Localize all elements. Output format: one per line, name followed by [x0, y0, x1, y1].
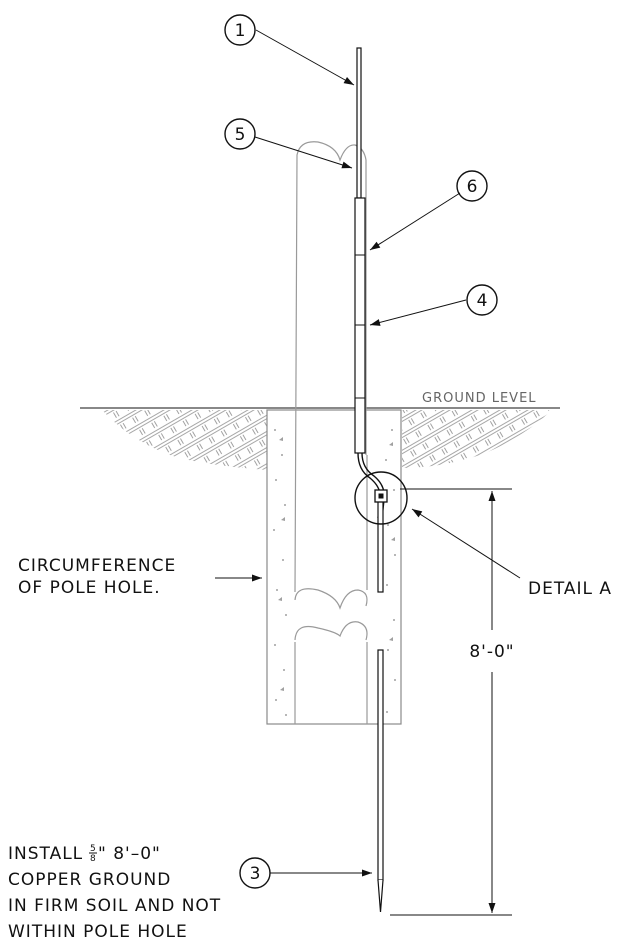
concrete-speckles: [273, 429, 396, 716]
ground-rod-lower: [377, 649, 384, 881]
install-line4: WITHIN POLE HOLE: [8, 922, 188, 942]
soil-hatch-right: [402, 410, 552, 468]
circumference-line1: CIRCUMFERENCE: [18, 556, 176, 576]
callout-4-text: 4: [477, 291, 488, 311]
ground-rod-tip: [377, 879, 384, 913]
callout-1-text: 1: [235, 21, 246, 41]
leader-6: [369, 192, 461, 251]
leader-4: [369, 299, 467, 326]
ground-level-label: GROUND LEVEL: [422, 391, 537, 406]
detail-a-label: DETAIL A: [528, 579, 612, 599]
install-line1-b: " 8'–0": [98, 844, 161, 864]
callout-6-text: 6: [467, 177, 478, 197]
install-line3: IN FIRM SOIL AND NOT: [8, 896, 221, 916]
ground-rod-upper: [377, 491, 384, 593]
install-frac-num: 5: [90, 844, 97, 854]
callout-5-circle: [224, 118, 256, 150]
install-frac-den: 8: [90, 854, 97, 864]
circumference-line2: OF POLE HOLE.: [18, 578, 161, 598]
install-line2: COPPER GROUND: [8, 870, 171, 890]
pole-break-lower: [294, 621, 368, 641]
callout-1-circle: [224, 14, 256, 46]
callout-5-text: 5: [235, 125, 246, 145]
callout-4-circle: [466, 284, 498, 316]
install-line1: INSTALL: [8, 844, 83, 864]
callout-6-circle: [456, 170, 488, 202]
pole-break-upper: [294, 588, 368, 610]
soil-hatch-left: [102, 410, 268, 470]
leader-5: [254, 136, 353, 169]
callout-3-text: 3: [250, 864, 261, 884]
detail-a-circle: [354, 471, 408, 525]
callout-3-circle: [239, 857, 271, 889]
ground-wire: [356, 47, 362, 199]
dimension-label: 8'-0": [469, 642, 514, 662]
leader-1: [255, 29, 355, 86]
leader-detail-a: [411, 508, 521, 579]
